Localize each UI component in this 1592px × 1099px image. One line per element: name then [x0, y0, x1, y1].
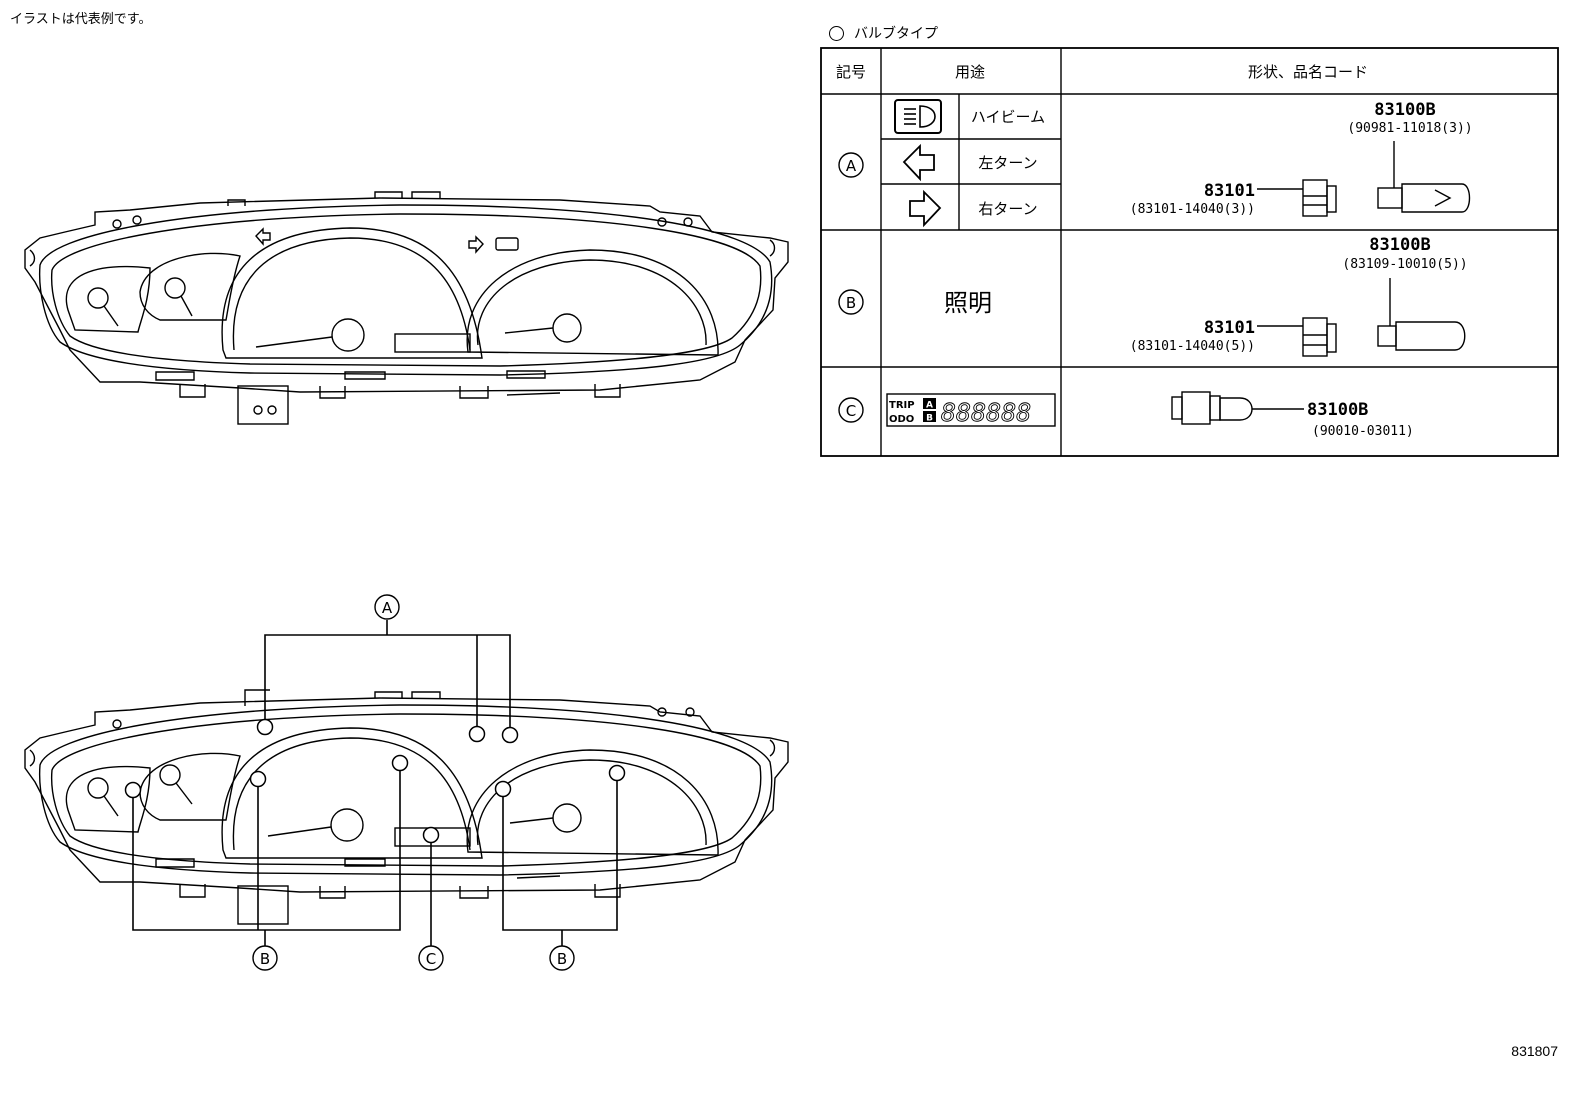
- row-b-bulb-code: 83100B: [1369, 235, 1430, 255]
- svg-text:A: A: [846, 157, 857, 175]
- cluster-top-drawing: [24, 191, 789, 425]
- row-a-bulb-part: (90981-11018(3)): [1347, 121, 1472, 136]
- svg-text:A: A: [926, 401, 933, 411]
- row-b-socket-part: (83101-14040(5)): [1130, 339, 1255, 354]
- row-b-bulb-part: (83109-10010(5)): [1342, 257, 1467, 272]
- bulb-marker-b: [608, 764, 626, 782]
- speedometer: [221, 727, 483, 859]
- cluster-housing: [24, 191, 789, 425]
- socket-icon: [1257, 179, 1337, 217]
- svg-text:C: C: [846, 402, 856, 420]
- table-grid: [820, 47, 1559, 457]
- bulb-marker-b: [494, 780, 512, 798]
- bulb-circle-icon: [829, 25, 844, 41]
- small-gauge-left: [65, 765, 151, 833]
- callout-b-left: B: [252, 945, 278, 971]
- use-high-beam: ハイビーム: [971, 108, 1045, 126]
- callout-b-right: B: [549, 945, 575, 971]
- row-b-socket-code: 83101: [1204, 318, 1255, 338]
- svg-text:ODO: ODO: [889, 414, 914, 425]
- bulb-marker-b: [249, 770, 267, 788]
- row-a-symbol: A: [838, 152, 864, 178]
- svg-text:B: B: [926, 414, 933, 424]
- tachometer: [466, 249, 719, 356]
- row-c-bulb-code: 83100B: [1307, 400, 1368, 420]
- bulb-with-socket-icon: [1171, 391, 1304, 425]
- bulb-marker-c: [422, 826, 440, 844]
- wedge-bulb-icon: [1377, 278, 1466, 351]
- cluster-housing: [24, 689, 789, 925]
- use-left-turn: 左ターン: [978, 154, 1037, 172]
- row-c-bulb-part: (90010-03011): [1312, 424, 1414, 439]
- small-gauge-center: [139, 252, 241, 321]
- row-c-symbol: C: [838, 397, 864, 423]
- left-turn-arrow-icon: [255, 227, 271, 246]
- wedge-bulb-icon: [1377, 141, 1471, 213]
- speedometer: [221, 227, 483, 359]
- header-shape-code: 形状、品名コード: [1248, 63, 1368, 81]
- use-illumination: 照明: [944, 289, 992, 317]
- bulb-marker-a: [468, 725, 486, 743]
- row-a-socket-part: (83101-14040(3)): [1130, 202, 1255, 217]
- callout-a: A: [374, 594, 400, 620]
- right-turn-arrow-icon: [468, 235, 484, 254]
- row-b-symbol: B: [838, 289, 864, 315]
- row-a-bulb-code: 83100B: [1374, 100, 1435, 120]
- socket-icon: [1257, 317, 1337, 357]
- svg-text:B: B: [557, 950, 567, 968]
- callout-lines: [132, 620, 618, 946]
- callout-c: C: [418, 945, 444, 971]
- svg-text:888888: 888888: [941, 398, 1031, 427]
- mount-screws: [112, 215, 693, 415]
- bulb-marker-a: [501, 726, 519, 744]
- legend-label: バルブタイプ: [854, 26, 938, 42]
- bulb-marker-a: [256, 718, 274, 736]
- left-turn-arrow-icon: [902, 143, 935, 182]
- trip-odo-display: TRIP ODO A B 888888: [886, 393, 1056, 427]
- svg-text:B: B: [846, 294, 856, 312]
- small-gauge-center: [139, 752, 241, 821]
- illustration-note: イラストは代表例です。: [10, 12, 152, 27]
- bulb-marker-b: [391, 754, 409, 772]
- small-gauge-left: [65, 265, 151, 333]
- row-a-socket-code: 83101: [1204, 181, 1255, 201]
- high-beam-icon: [894, 99, 942, 134]
- header-symbol: 記号: [836, 63, 866, 81]
- svg-text:B: B: [260, 950, 270, 968]
- bulb-position-markers: [124, 718, 626, 844]
- use-right-turn: 右ターン: [978, 200, 1037, 218]
- tachometer: [466, 749, 719, 856]
- svg-text:TRIP: TRIP: [889, 400, 915, 411]
- bulb-marker-b: [124, 781, 142, 799]
- cluster-callout-drawing: A B C B: [24, 594, 789, 971]
- svg-text:A: A: [382, 599, 393, 617]
- bulb-table: 記号 用途 形状、品名コード A ハイビーム 左ターン 右ターン 83100B …: [820, 47, 1559, 457]
- document-number: 831807: [1511, 1043, 1558, 1059]
- high-beam-icon: [495, 237, 519, 251]
- right-turn-arrow-icon: [909, 189, 942, 228]
- bulb-type-legend: バルブタイプ: [829, 23, 938, 43]
- header-use: 用途: [955, 63, 985, 81]
- svg-text:C: C: [426, 950, 436, 968]
